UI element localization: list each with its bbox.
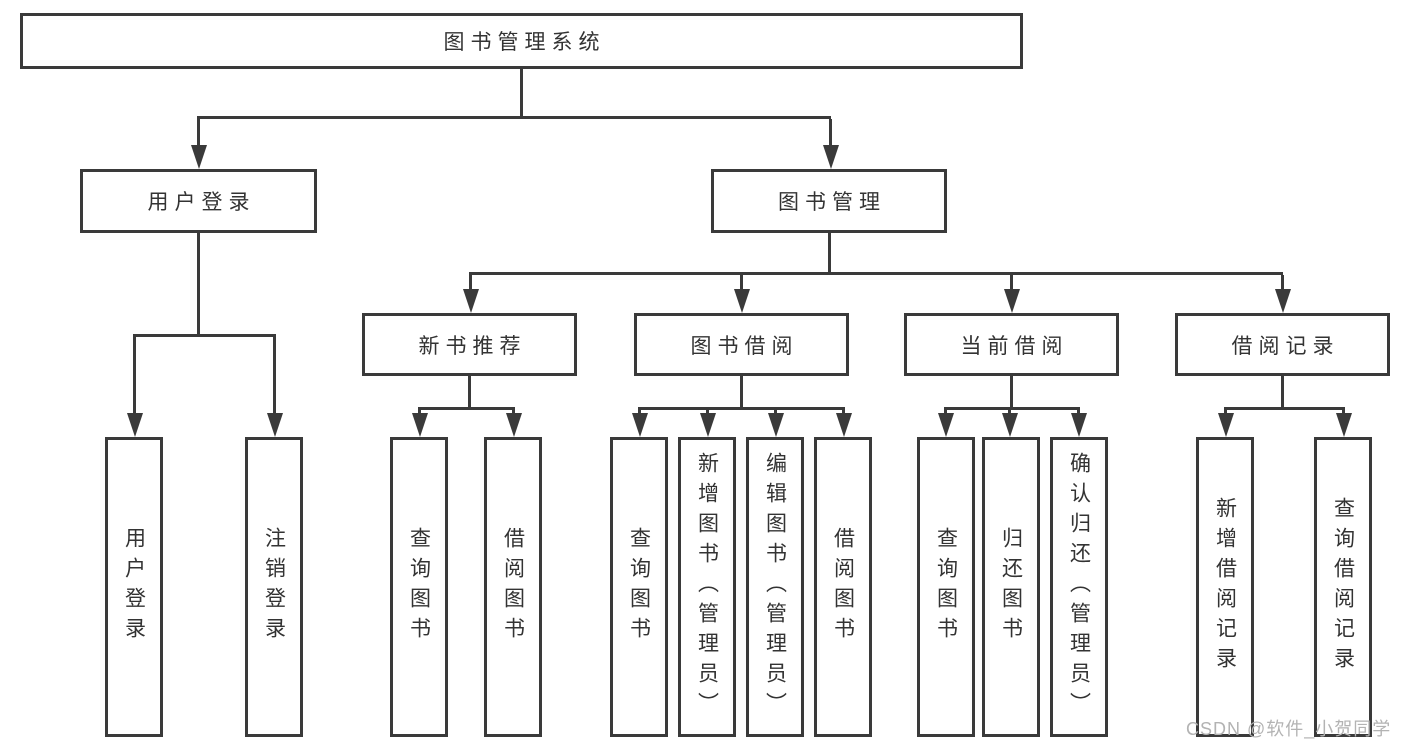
node-user-login: 用户登录: [80, 169, 317, 233]
node-leaf-bb-borrow-books-label: 借阅图书: [831, 527, 855, 647]
arrow-down-icon: [1217, 410, 1234, 437]
node-leaf-user-login: 用户登录: [105, 437, 163, 737]
arrow-down-icon: [1274, 275, 1291, 313]
node-borrowing-records-label: 借阅记录: [1231, 334, 1340, 358]
node-book-borrowing: 图书借阅: [634, 313, 849, 376]
arrow-down-icon: [411, 410, 428, 437]
node-leaf-bb-add-books-label: 新增图书（管理员）: [695, 452, 719, 722]
node-leaf-cb-return-books-label: 归还图书: [999, 527, 1023, 647]
arrow-down-icon: [631, 410, 648, 437]
node-leaf-bb-query-books: 查询图书: [610, 437, 668, 737]
node-leaf-bb-edit-books-label: 编辑图书（管理员）: [763, 452, 787, 722]
node-leaf-cb-confirm-return-label: 确认归还（管理员）: [1067, 452, 1091, 722]
node-leaf-br-query-record-label: 查询借阅记录: [1331, 497, 1355, 677]
node-book-borrowing-label: 图书借阅: [690, 334, 799, 358]
node-leaf-nb-query-books: 查询图书: [390, 437, 448, 737]
node-leaf-cb-confirm-return: 确认归还（管理员）: [1050, 437, 1108, 737]
node-root: 图书管理系统: [20, 13, 1023, 69]
node-leaf-cb-query-books: 查询图书: [917, 437, 975, 737]
connector-current-borrow-rail: [944, 407, 1080, 410]
node-leaf-user-login-label: 用户登录: [122, 527, 146, 647]
connector-current-borrow-stem: [1010, 376, 1013, 409]
connector-root-rail: [197, 116, 831, 119]
node-book-management: 图书管理: [711, 169, 947, 233]
arrow-down-icon: [767, 410, 784, 437]
connector-new-books-rail: [418, 407, 515, 410]
arrow-down-icon: [1070, 410, 1087, 437]
arrow-down-icon: [822, 119, 839, 169]
node-leaf-bb-query-books-label: 查询图书: [627, 527, 651, 647]
connector-book-borrow-stem: [740, 376, 743, 409]
node-current-borrowing-label: 当前借阅: [960, 334, 1069, 358]
node-leaf-bb-add-books: 新增图书（管理员）: [678, 437, 736, 737]
connector-user-login-stem: [197, 233, 200, 334]
connector-new-books-stem: [468, 376, 471, 409]
arrow-down-icon: [1335, 410, 1352, 437]
arrow-down-icon: [1003, 275, 1020, 313]
arrow-down-icon: [126, 337, 143, 437]
arrow-down-icon: [699, 410, 716, 437]
arrow-down-icon: [505, 410, 522, 437]
node-root-label: 图书管理系统: [443, 31, 606, 54]
node-leaf-br-add-record-label: 新增借阅记录: [1213, 497, 1237, 677]
connector-borrow-records-stem: [1281, 376, 1284, 409]
arrow-down-icon: [937, 410, 954, 437]
arrow-down-icon: [462, 275, 479, 313]
node-leaf-logout-label: 注销登录: [262, 527, 286, 647]
node-borrowing-records: 借阅记录: [1175, 313, 1390, 376]
node-leaf-bb-borrow-books: 借阅图书: [814, 437, 872, 737]
connector-book-borrow-rail: [638, 407, 845, 410]
connector-book-mgmt-rail: [469, 272, 1283, 275]
connector-borrow-records-rail: [1224, 407, 1345, 410]
node-leaf-cb-return-books: 归还图书: [982, 437, 1040, 737]
node-book-management-label: 图书管理: [778, 191, 886, 214]
node-leaf-bb-edit-books: 编辑图书（管理员）: [746, 437, 804, 737]
watermark: CSDN @软件_小贺同学: [1186, 719, 1392, 739]
arrow-down-icon: [190, 119, 207, 169]
arrow-down-icon: [733, 275, 750, 313]
arrow-down-icon: [835, 410, 852, 437]
arrow-down-icon: [266, 337, 283, 437]
connector-book-mgmt-stem: [828, 233, 831, 274]
node-leaf-nb-borrow-books: 借阅图书: [484, 437, 542, 737]
node-leaf-br-add-record: 新增借阅记录: [1196, 437, 1254, 737]
node-current-borrowing: 当前借阅: [904, 313, 1119, 376]
arrow-down-icon: [1001, 410, 1018, 437]
connector-user-login-rail: [133, 334, 276, 337]
node-leaf-cb-query-books-label: 查询图书: [934, 527, 958, 647]
node-leaf-nb-query-books-label: 查询图书: [407, 527, 431, 647]
node-new-book-recommend: 新书推荐: [362, 313, 577, 376]
node-leaf-br-query-record: 查询借阅记录: [1314, 437, 1372, 737]
node-user-login-label: 用户登录: [147, 191, 256, 214]
node-leaf-nb-borrow-books-label: 借阅图书: [501, 527, 525, 647]
node-new-book-recommend-label: 新书推荐: [418, 334, 527, 358]
connector-root-stem: [520, 69, 523, 118]
node-leaf-logout: 注销登录: [245, 437, 303, 737]
